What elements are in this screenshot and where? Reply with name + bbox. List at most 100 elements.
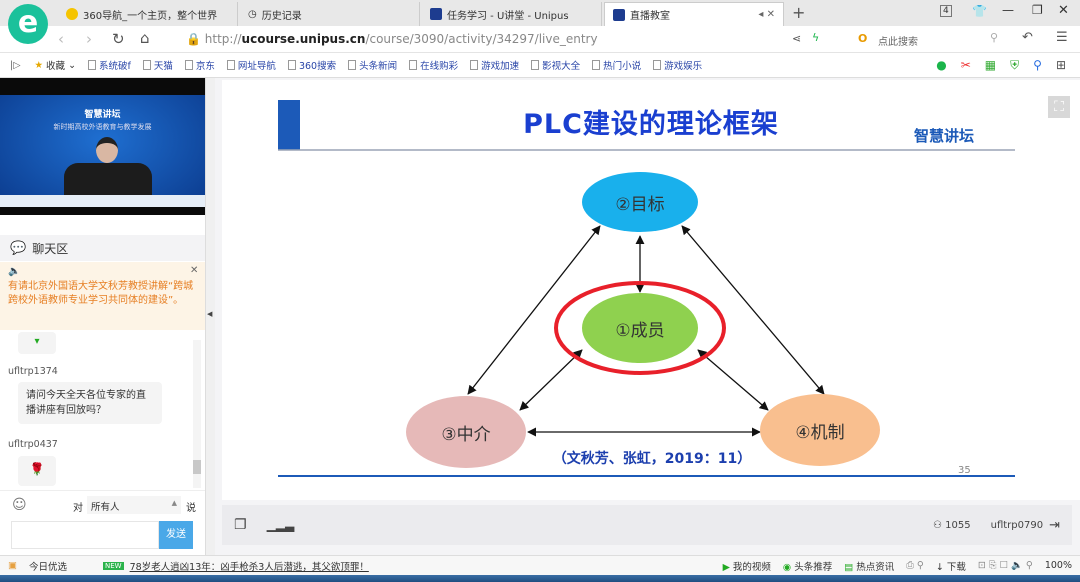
bookmark-item[interactable]: 影视大全 (531, 58, 580, 72)
bookmark-item[interactable]: 网址导航 (226, 58, 276, 72)
share-icon[interactable]: ⋖ (792, 32, 802, 45)
close-window-button[interactable]: ✕ (1058, 3, 1069, 18)
fullscreen-button[interactable]: ⛶ (1048, 96, 1070, 118)
video-frame: 智慧讲坛 新时期高校外语教育与教学发展 (0, 95, 205, 207)
bookmark-item[interactable]: 游戏娱乐 (653, 58, 702, 72)
users-icon: ⚇ (933, 519, 942, 531)
shield-icon[interactable]: ⛨ (1010, 57, 1020, 72)
search-input[interactable]: 点此搜索 (878, 37, 918, 48)
chat-username: ufltrp1374 (8, 366, 58, 377)
presentation-slide: PLC建设的理论框架 智慧讲坛 ②目标 ①成员 ③中介 ④机制 （文秋芳、张虹，… (222, 80, 1080, 500)
chat-message-input[interactable] (11, 521, 159, 549)
new-tab-button[interactable]: + (792, 3, 806, 22)
bookmarks-bar: |▷ ★收藏 ⌄ 系统破f 天猫 京东 网址导航 360搜索 头条新闻 在线购彩… (0, 53, 1080, 78)
unipus-icon (430, 8, 442, 20)
chat-scrollbar[interactable] (193, 340, 201, 488)
tab-task-study[interactable]: 任务学习 - U讲堂 - Unipus (422, 2, 602, 26)
slide-canvas (278, 100, 1015, 477)
arrow-member-mediator (519, 349, 583, 411)
download[interactable]: ↓ 下载 (935, 561, 966, 573)
left-panel: 智慧讲坛 新时期高校外语教育与教学发展 💬聊天区 🔈 ✕ 有请北京外国语大学文秋… (0, 78, 205, 555)
back-button[interactable]: ‹ (58, 30, 64, 48)
news-link[interactable]: 78岁老人逍凶13年：凶手枪杀3人后潜逃，其父欲顶罪！ (129, 561, 369, 573)
tab-live-classroom[interactable]: 直播教室◂ ✕ (604, 2, 784, 26)
bookmark-item[interactable]: 头条新闻 (348, 58, 397, 72)
browser-logo[interactable]: e (8, 4, 48, 44)
unipus-icon (613, 8, 625, 21)
tab-360-nav[interactable]: 360导航_一个主页，整个世界 (58, 2, 238, 26)
node-mechanism (760, 394, 880, 466)
bookmark-item[interactable]: 在线购彩 (409, 58, 458, 72)
os-taskbar (0, 575, 1080, 582)
panel-divider[interactable]: ◀ (205, 78, 215, 555)
translate-icon[interactable]: ▦ (984, 57, 997, 72)
speaker-head (96, 137, 118, 163)
restore-button[interactable]: ❐ (1032, 3, 1043, 17)
tab-bar: 360导航_一个主页，整个世界 ◷历史记录 任务学习 - U讲堂 - Unipu… (0, 0, 1080, 26)
arrow-member-mechanism (697, 349, 769, 411)
node-member (582, 293, 698, 363)
bookmark-item[interactable]: 天猫 (142, 58, 173, 72)
chat-message: 请问今天全天各位专家的直播讲座有回放吗？ (18, 382, 162, 424)
extension-icon[interactable]: ● (936, 57, 947, 72)
logout-icon[interactable]: ⇥ (1049, 517, 1060, 533)
hot-news[interactable]: ▤ 热点资讯 (844, 561, 895, 573)
refresh-button[interactable]: ↻ (112, 30, 125, 48)
node-mediator (406, 396, 526, 468)
misc-icons[interactable]: ⎙ ⚲ (906, 560, 924, 571)
send-button[interactable]: 发送 (159, 521, 193, 549)
tool-icons[interactable]: ⊡ ⎘ ☐ 🔈 ⚲ (977, 560, 1033, 571)
minimize-button[interactable]: — (1002, 3, 1014, 17)
node-mechanism-label: ④机制 (795, 423, 845, 443)
menu-icon[interactable]: ☰ (1056, 30, 1068, 45)
address-bar: ‹ › ↻ ⌂ 🔒 http://ucourse.unipus.cn/cours… (0, 26, 1080, 53)
player-toolbar: ❐ ▁▂▃ ⚇ 1055 ufltrp0790 ⇥ (222, 505, 1072, 545)
signal-icon[interactable]: ▁▂▃ (266, 518, 295, 532)
node-member-label: ①成员 (615, 321, 665, 341)
slide-citation: （文秋芳、张虹，2019：11） (552, 451, 752, 467)
my-videos[interactable]: ▶ 我的视频 (722, 561, 771, 573)
top-news[interactable]: ◉ 头条推荐 (782, 561, 833, 573)
zoom-level[interactable]: 100% (1044, 560, 1072, 571)
highlight-circle (554, 281, 726, 375)
home-button[interactable]: ⌂ (140, 29, 150, 47)
arrow-goal-mechanism (681, 225, 825, 395)
scissors-icon[interactable]: ✂ (960, 57, 971, 72)
node-goal-label: ②目标 (615, 195, 665, 215)
chat-message-rose: 🌹 (18, 456, 56, 486)
copy-slides-icon[interactable]: ❐ (234, 517, 247, 533)
main-area: PLC建设的理论框架 智慧讲坛 ②目标 ①成员 ③中介 ④机制 （文秋芳、张虹，… (215, 78, 1080, 555)
magnifier-icon[interactable]: ⚲ (1033, 57, 1042, 72)
tab-count[interactable]: 4 (940, 5, 952, 17)
bookmark-item[interactable]: 360搜索 (287, 58, 336, 72)
search-icon[interactable]: ⚲ (990, 31, 999, 44)
username: ufltrp0790 (990, 519, 1044, 531)
url-input[interactable]: 🔒 http://ucourse.unipus.cn/course/3090/a… (186, 32, 598, 46)
bookmark-item[interactable]: 热门小说 (592, 58, 641, 72)
sidebar-toggle-icon[interactable]: |▷ (10, 59, 21, 71)
today-picks[interactable]: 今日优选 (28, 561, 67, 573)
skin-icon[interactable]: 👕 (972, 4, 987, 18)
video-player[interactable]: 智慧讲坛 新时期高校外语教育与教学发展 (0, 78, 205, 215)
chat-username: ufltrp0437 (8, 439, 58, 450)
video-subtitle: 新时期高校外语教育与教学发展 (53, 123, 152, 131)
bookmark-item[interactable]: 游戏加速 (470, 58, 519, 72)
recipient-select[interactable]: 所有人▲ (87, 496, 181, 514)
tab-history[interactable]: ◷历史记录 (240, 2, 420, 26)
chat-bubble-partial: ▾ (18, 332, 56, 354)
lightning-icon[interactable]: ϟ (812, 31, 820, 44)
close-tab-icon[interactable]: ◂ ✕ (758, 9, 775, 20)
bookmark-item[interactable]: 京东 (184, 58, 215, 72)
bookmark-item[interactable]: 系统破f (88, 58, 131, 72)
chat-bubble-icon: 💬 (10, 240, 27, 256)
undo-icon[interactable]: ↶ (1022, 30, 1033, 45)
close-notice-icon[interactable]: ✕ (190, 265, 199, 276)
bookmark-favorites[interactable]: ★收藏 ⌄ (34, 59, 77, 73)
search-engine-icon[interactable]: O (858, 32, 868, 45)
emoji-icon[interactable]: ☺ (12, 497, 27, 513)
apps-icon[interactable]: ⊞ (1055, 57, 1066, 72)
star-icon: ★ (34, 59, 44, 71)
360-icon (66, 8, 78, 20)
forward-button[interactable]: › (86, 30, 92, 48)
speaker-body (64, 163, 152, 195)
